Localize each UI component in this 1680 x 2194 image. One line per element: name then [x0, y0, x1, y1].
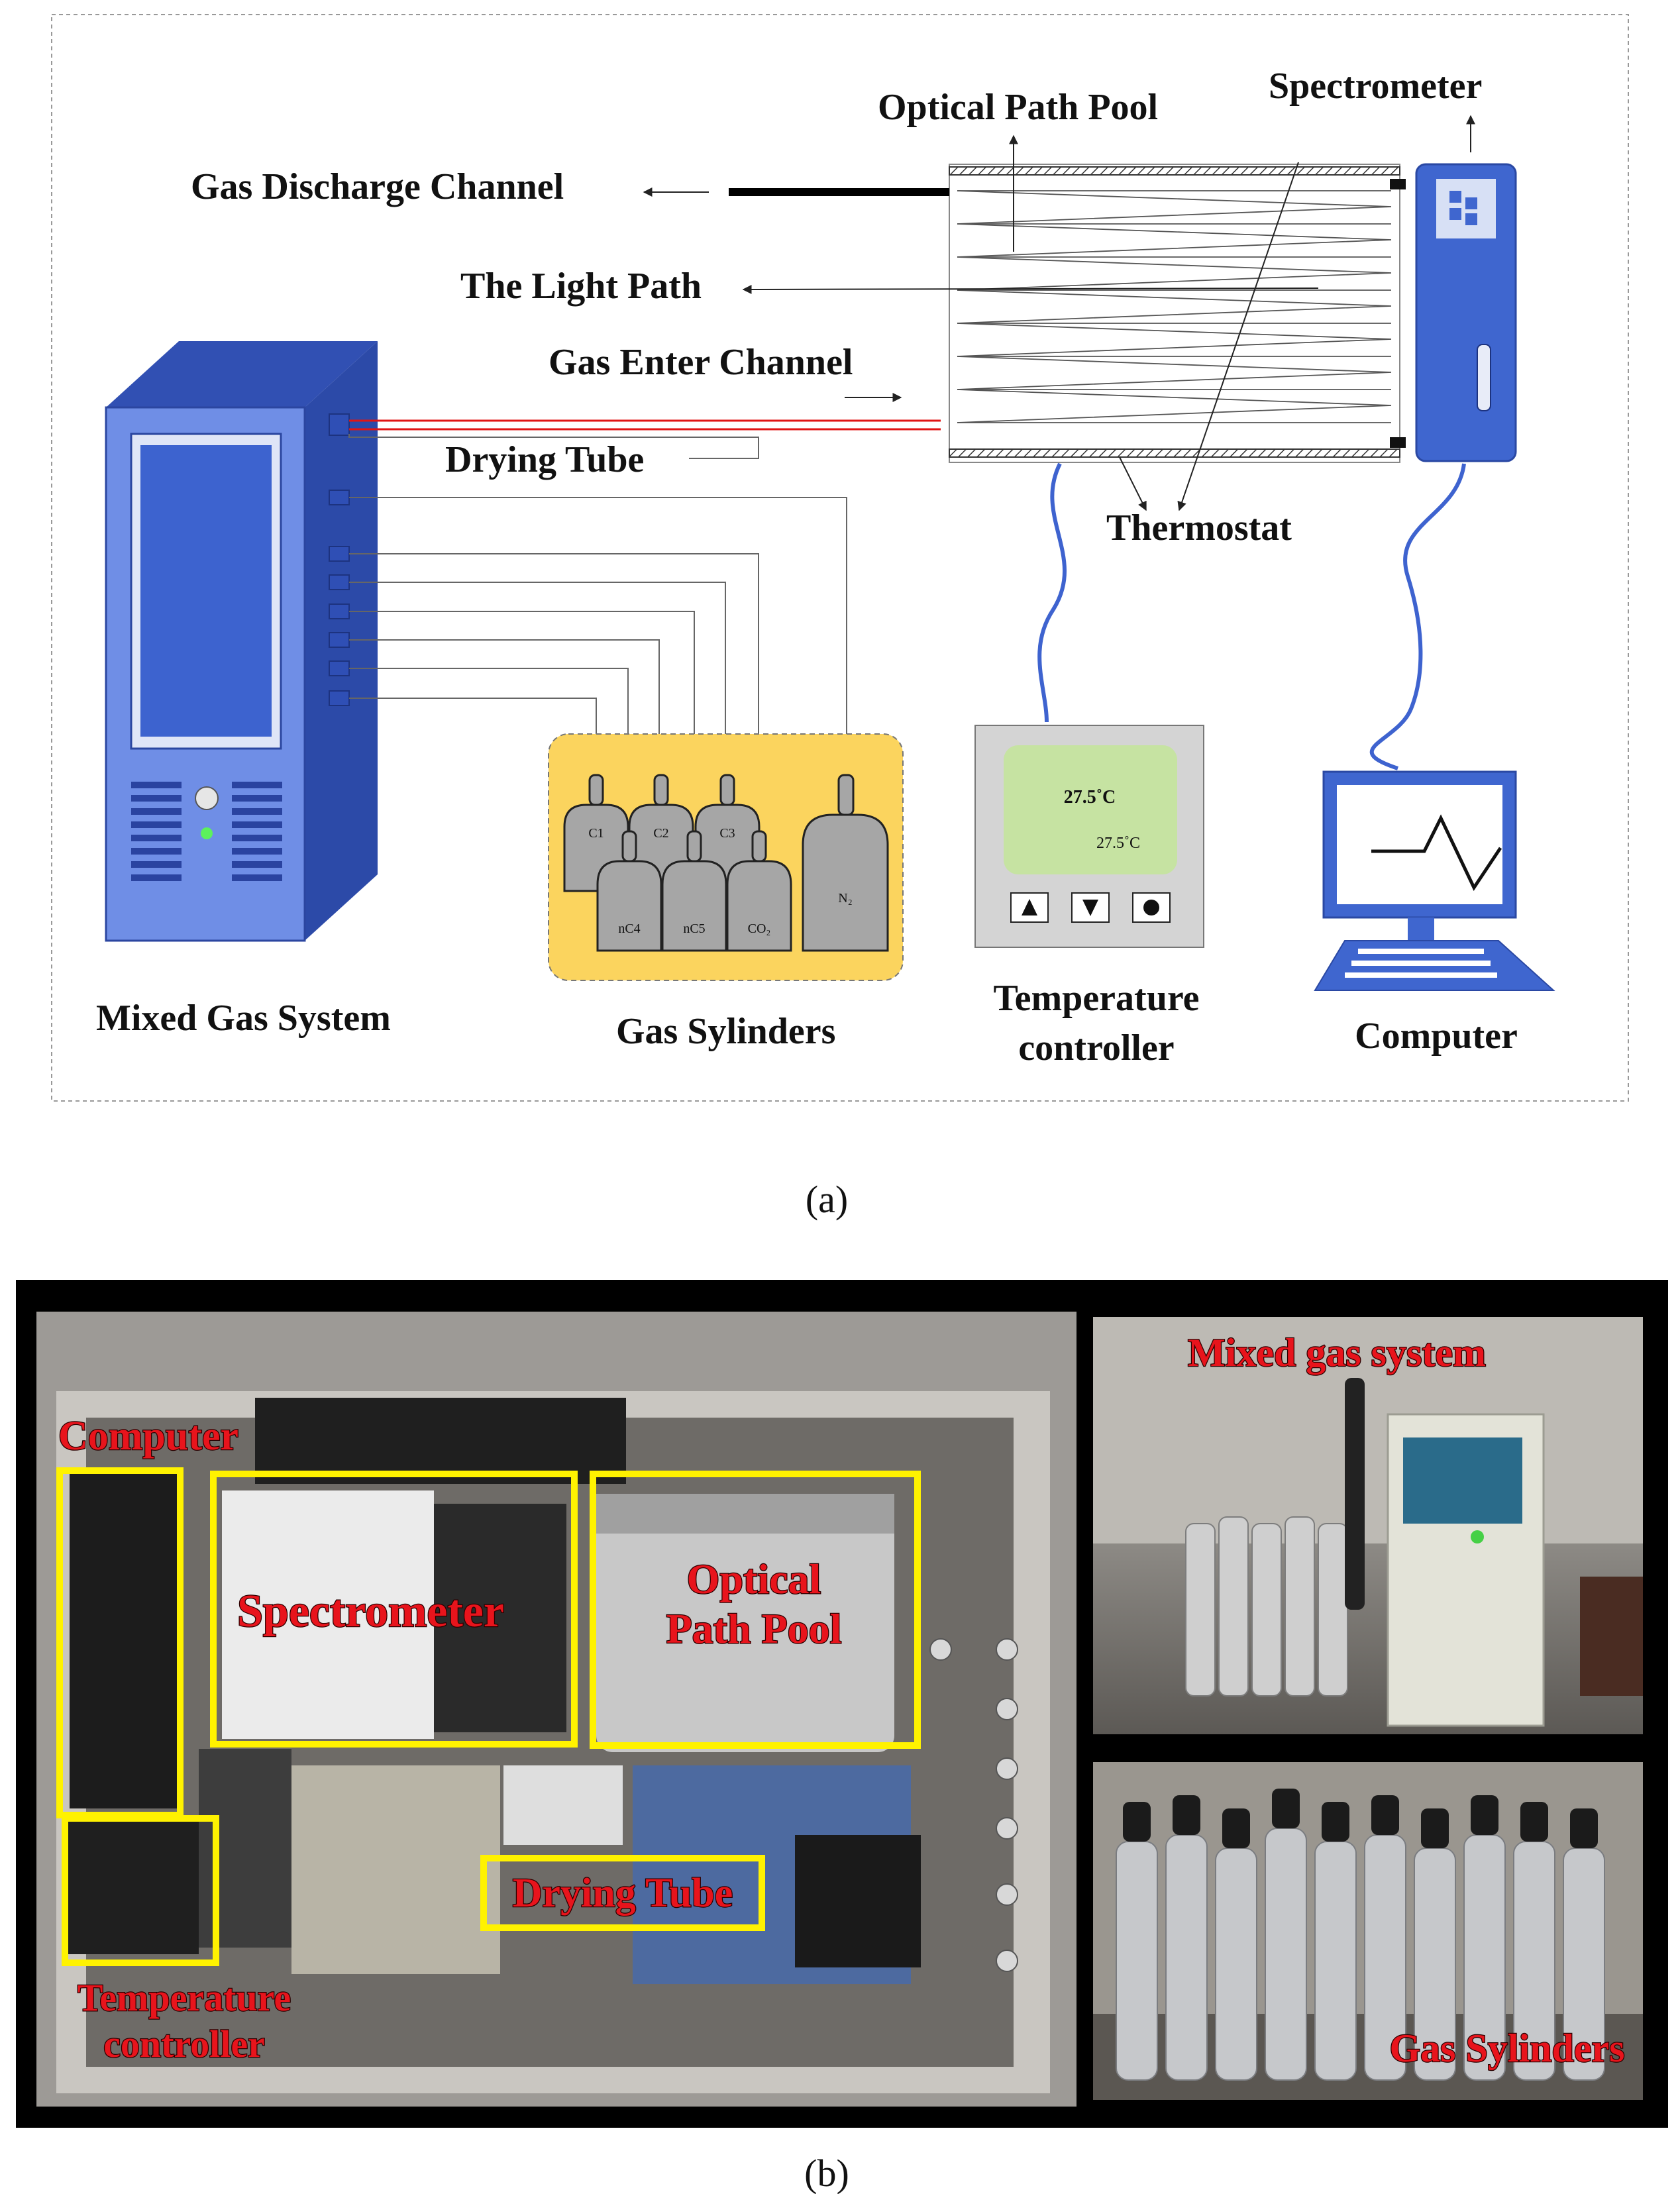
temperature-setpoint: 27.5˚C	[1064, 787, 1116, 808]
gas-lines	[348, 419, 941, 835]
label-spectrometer: Spectrometer	[1269, 66, 1482, 107]
temp-set-button	[1132, 892, 1171, 923]
circle-icon	[1143, 900, 1159, 915]
cylinder-co2	[726, 860, 792, 952]
highlight-drying-tube	[480, 1855, 765, 1931]
cylinder-c3-label: C3	[719, 826, 735, 841]
highlight-spectrometer	[210, 1471, 578, 1748]
cylinder-nc4-label: nC4	[618, 921, 640, 936]
caption-a: (a)	[806, 1178, 848, 1221]
cylinder-c1-label: C1	[588, 826, 604, 841]
label-mixed-gas-system: Mixed Gas System	[96, 998, 391, 1039]
caption-b: (b)	[804, 2152, 849, 2194]
label-temperature-line2: controller	[1018, 1027, 1174, 1069]
light-path-zigzag	[957, 190, 1392, 423]
photo-label-drying-tube: Drying Tube	[513, 1871, 733, 1916]
down-arrow-icon	[1082, 900, 1098, 916]
cylinder-nc5	[661, 860, 727, 952]
highlight-optical-path-pool	[590, 1471, 921, 1749]
optical-path-pool-icon	[729, 134, 1406, 511]
photo-label-optical-line1: Optical	[687, 1555, 821, 1602]
cylinder-n2	[802, 813, 889, 952]
highlight-temperature-controller	[62, 1815, 219, 1966]
label-thermostat: Thermostat	[1106, 507, 1292, 548]
cylinder-nc5-label: nC5	[683, 921, 705, 936]
temperature-controller-icon: 27.5˚C 27.5˚C	[974, 725, 1204, 948]
photo-mixed-gas-system: Mixed gas system	[1093, 1317, 1643, 1734]
label-optical-path-pool: Optical Path Pool	[878, 87, 1158, 128]
temperature-reading: 27.5˚C	[1096, 835, 1140, 852]
spectrometer-icon	[1415, 115, 1517, 462]
computer-icon	[1314, 770, 1555, 991]
diagram-a: C1 C2 C3 nC4 nC5 CO₂ N₂	[51, 14, 1629, 1221]
label-gas-discharge-channel: Gas Discharge Channel	[191, 166, 564, 207]
photo-gas-cylinders: Gas Sylinders	[1093, 1762, 1643, 2100]
gas-cylinders-group: C1 C2 C3 nC4 nC5 CO₂ N₂	[548, 733, 904, 981]
label-computer: Computer	[1355, 1016, 1518, 1057]
cables	[1037, 462, 1466, 770]
mixed-gas-system-icon	[105, 341, 378, 942]
cylinder-co2-label: CO₂	[748, 921, 771, 936]
diagram-a-border	[51, 14, 1629, 1102]
photo-label-spectrometer: Spectrometer	[237, 1586, 504, 1637]
label-light-path: The Light Path	[460, 266, 702, 307]
cylinder-nc4	[596, 860, 662, 952]
temp-down-button	[1071, 892, 1110, 923]
photo-label-temperature-line1: Temperature	[78, 1976, 291, 2019]
label-temperature-line1: Temperature	[993, 978, 1199, 1019]
cylinder-n2-label: N₂	[838, 891, 852, 906]
photo-panel-b: Computer Spectrometer Optical Path Pool …	[16, 1280, 1668, 2194]
label-gas-enter-channel: Gas Enter Channel	[549, 342, 853, 383]
photo-label-gas-sylinders: Gas Sylinders	[1389, 2026, 1624, 2070]
photo-instrument-box: Computer Spectrometer Optical Path Pool …	[36, 1312, 1076, 2107]
photo-label-temperature-line2: controller	[103, 2022, 265, 2065]
photo-label-optical-line2: Path Pool	[666, 1605, 842, 1652]
label-drying-tube: Drying Tube	[445, 439, 644, 480]
label-gas-sylinders: Gas Sylinders	[616, 1011, 835, 1052]
up-arrow-icon	[1022, 899, 1037, 915]
photo-label-mixed-gas-system: Mixed gas system	[1188, 1331, 1486, 1375]
photo-label-computer: Computer	[58, 1414, 238, 1459]
cylinder-c2-label: C2	[653, 826, 668, 841]
